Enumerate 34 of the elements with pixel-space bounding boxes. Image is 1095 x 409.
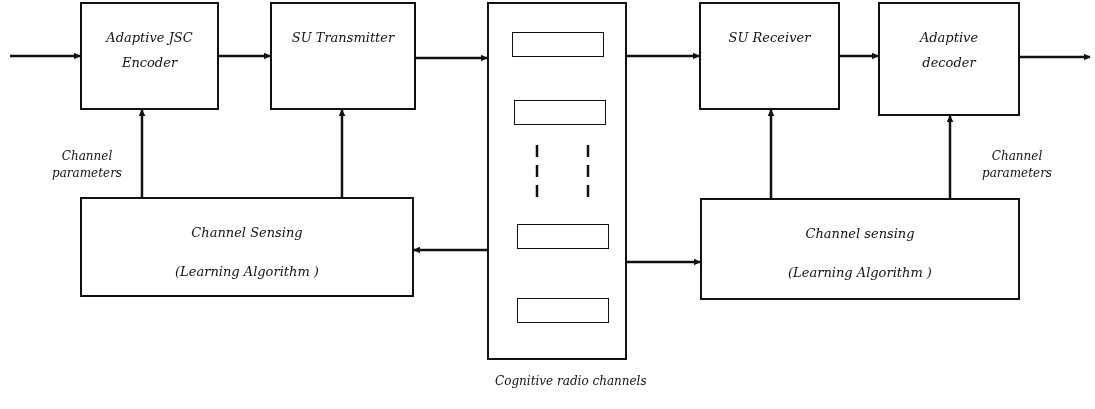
arrow xyxy=(767,109,775,198)
arrow xyxy=(946,115,954,198)
arrow xyxy=(840,52,879,60)
arrow xyxy=(416,54,488,62)
process-box xyxy=(80,2,219,110)
arrow xyxy=(413,246,487,254)
edge-label: Channel parameters xyxy=(982,148,1052,182)
arrow xyxy=(10,52,81,60)
node-label: Adaptive decoder xyxy=(918,29,980,72)
arrow xyxy=(1020,53,1091,61)
channel-slot xyxy=(512,32,604,57)
process-box xyxy=(80,197,414,297)
arrow xyxy=(627,258,701,266)
process-box xyxy=(270,2,416,110)
process-box xyxy=(699,2,840,110)
node-label: SU Receiver xyxy=(727,29,812,47)
arrow xyxy=(219,52,271,60)
node-label: (Learning Algorithm ) xyxy=(787,263,933,282)
channel-slot xyxy=(517,298,609,323)
edge-label: Channel parameters xyxy=(52,148,122,182)
process-box xyxy=(700,198,1020,300)
node-label: Channel Sensing xyxy=(190,224,304,242)
arrow xyxy=(627,52,700,60)
node-label: Channel sensing xyxy=(804,225,916,243)
arrow xyxy=(338,109,346,197)
channel-box xyxy=(487,2,627,360)
arrow xyxy=(138,109,146,197)
node-label: (Learning Algorithm ) xyxy=(174,262,320,281)
channel-slot xyxy=(514,100,606,125)
node-label: SU Transmitter xyxy=(290,29,396,47)
node-label: Cognitive radio channels xyxy=(495,374,647,388)
channel-slot xyxy=(517,224,609,249)
node-label: Adaptive JSC Encoder xyxy=(104,29,194,72)
process-box xyxy=(878,2,1020,116)
